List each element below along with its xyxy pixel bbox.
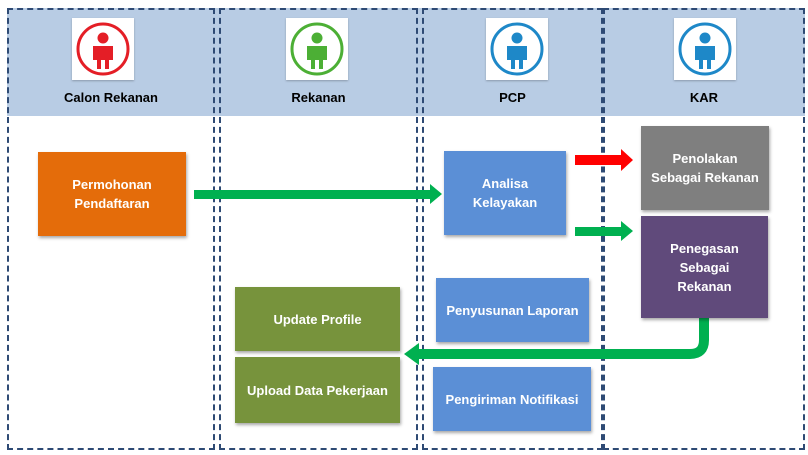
box-analisa-label: Analisa Kelayakan (472, 176, 538, 210)
box-update-profile-label: Update Profile (273, 311, 362, 327)
box-upload-data: Upload Data Pekerjaan (235, 357, 400, 423)
box-penegasan-label: Penegasan Sebagai Rekanan (670, 240, 739, 294)
box-permohonan-label: Permohonan Pendaftaran (72, 177, 152, 211)
rekanan-person-icon (286, 18, 348, 80)
box-penolakan-label: Penolakan Sebagai Rekanan (651, 151, 759, 185)
box-penegasan: Penegasan Sebagai Rekanan (641, 216, 768, 318)
box-pengiriman-label: Pengiriman Notifikasi (445, 391, 579, 407)
lane-calon-rekanan (7, 8, 215, 450)
lane-label-calon-rekanan: Calon Rekanan (64, 90, 158, 105)
box-penyusunan-laporan: Penyusunan Laporan (436, 278, 589, 342)
box-pengiriman-notifikasi: Pengiriman Notifikasi (433, 367, 591, 431)
lane-label-kar: KAR (689, 90, 719, 105)
calon-rekanan-person-icon (72, 18, 134, 80)
box-update-profile: Update Profile (235, 287, 400, 351)
box-analisa-kelayakan: Analisa Kelayakan (444, 151, 566, 235)
lane-rekanan (219, 8, 418, 450)
lane-label-pcp: PCP (499, 90, 526, 105)
box-permohonan-pendaftaran: Permohonan Pendaftaran (38, 152, 186, 236)
pcp-person-icon (486, 18, 548, 80)
header-band (7, 8, 805, 116)
box-penolakan: Penolakan Sebagai Rekanan (641, 126, 769, 210)
lane-label-rekanan: Rekanan (291, 90, 346, 105)
kar-person-icon (674, 18, 736, 80)
box-upload-data-label: Upload Data Pekerjaan (247, 382, 388, 398)
box-penyusunan-label: Penyusunan Laporan (446, 302, 579, 318)
